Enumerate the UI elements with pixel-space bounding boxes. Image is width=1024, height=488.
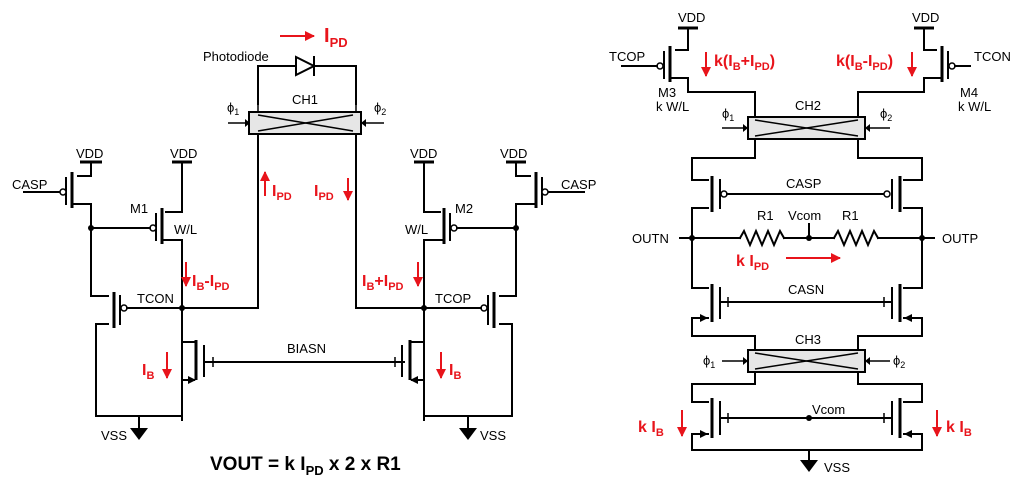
ib-plus-ipd-label: IB+IPD bbox=[362, 262, 423, 293]
svg-text:VSS: VSS bbox=[824, 460, 850, 475]
svg-text:M4: M4 bbox=[960, 85, 978, 100]
svg-text:k(IB-IPD): k(IB-IPD) bbox=[836, 53, 893, 73]
photodiode: Photodiode bbox=[203, 49, 357, 105]
svg-text:M2: M2 bbox=[455, 201, 473, 216]
svg-text:k W/L: k W/L bbox=[656, 99, 689, 114]
casn-cascode-pair: CASN bbox=[691, 237, 923, 351]
svg-text:VDD: VDD bbox=[170, 146, 197, 161]
ib-minus-ipd-label: IB-IPD bbox=[181, 262, 230, 293]
svg-text:CH3: CH3 bbox=[795, 332, 821, 347]
k-ib-plus-ipd-label: k(IB+IPD) bbox=[701, 52, 775, 77]
svg-text:Vcom: Vcom bbox=[812, 402, 845, 417]
svg-text:VDD: VDD bbox=[410, 146, 437, 161]
svg-text:ϕ2: ϕ2 bbox=[374, 100, 386, 117]
svg-text:IPD: IPD bbox=[272, 183, 292, 203]
svg-text:VDD: VDD bbox=[678, 10, 705, 25]
chopper-ch2: CH2 ϕ1 ϕ2 bbox=[691, 98, 923, 181]
svg-text:k(IB+IPD): k(IB+IPD) bbox=[714, 53, 775, 73]
svg-text:CASN: CASN bbox=[788, 282, 824, 297]
svg-text:IB: IB bbox=[449, 362, 461, 382]
svg-text:TCON: TCON bbox=[137, 291, 174, 306]
svg-text:ϕ1: ϕ1 bbox=[722, 106, 734, 123]
m1-transistor: M1 VDD W/L bbox=[88, 146, 197, 421]
biasn-line: BIASN bbox=[203, 341, 405, 367]
svg-text:W/L: W/L bbox=[405, 222, 428, 237]
casp-cascode-pair: CASP bbox=[691, 176, 923, 239]
svg-text:R1: R1 bbox=[757, 208, 774, 223]
m2-transistor: M2 VDD W/L bbox=[405, 146, 519, 421]
svg-text:ϕ1: ϕ1 bbox=[703, 353, 715, 370]
svg-text:Vcom: Vcom bbox=[788, 208, 821, 223]
svg-text:IPD: IPD bbox=[324, 25, 348, 50]
svg-text:k IB: k IB bbox=[946, 419, 972, 439]
svg-text:TCOP: TCOP bbox=[435, 291, 471, 306]
vss-left: VSS bbox=[101, 415, 148, 443]
svg-text:ϕ2: ϕ2 bbox=[893, 353, 905, 370]
svg-text:BIASN: BIASN bbox=[287, 341, 326, 356]
svg-text:W/L: W/L bbox=[174, 222, 197, 237]
svg-text:CASP: CASP bbox=[12, 177, 47, 192]
top-ipd-arrow: IPD bbox=[280, 25, 348, 50]
svg-text:CH1: CH1 bbox=[292, 92, 318, 107]
casp-right-transistor: CASP VDD bbox=[500, 146, 596, 229]
svg-text:k IB: k IB bbox=[638, 419, 664, 439]
svg-text:CASP: CASP bbox=[561, 177, 596, 192]
svg-text:VDD: VDD bbox=[76, 146, 103, 161]
ipd-up-arrow: IPD bbox=[260, 171, 292, 203]
tcop-left-transistor: TCOP bbox=[421, 227, 517, 417]
svg-text:k W/L: k W/L bbox=[958, 99, 991, 114]
nmos-right-bias: IB bbox=[401, 340, 461, 417]
svg-text:VDD: VDD bbox=[500, 146, 527, 161]
chopper-ch3: CH3 ϕ1 ϕ2 bbox=[691, 332, 923, 403]
tcon-left-transistor: TCON bbox=[90, 227, 185, 417]
svg-text:M3: M3 bbox=[658, 85, 676, 100]
svg-text:CH2: CH2 bbox=[795, 98, 821, 113]
m4-transistor: VDD TCON M4 k W/L bbox=[857, 10, 1011, 117]
left-circuit: IPD Photodiode CH1 ϕ1 ϕ2 bbox=[12, 25, 596, 478]
vss-right: VSS bbox=[459, 415, 506, 443]
ipd-down-arrow: IPD bbox=[314, 178, 353, 203]
svg-text:IPD: IPD bbox=[314, 183, 334, 203]
svg-text:VSS: VSS bbox=[101, 428, 127, 443]
svg-text:R1: R1 bbox=[842, 208, 859, 223]
svg-text:M1: M1 bbox=[130, 201, 148, 216]
svg-text:IB: IB bbox=[142, 362, 154, 382]
svg-text:VSS: VSS bbox=[480, 428, 506, 443]
svg-text:Photodiode: Photodiode bbox=[203, 49, 269, 64]
svg-text:k IPD: k IPD bbox=[736, 253, 769, 273]
svg-text:TCON: TCON bbox=[974, 49, 1011, 64]
svg-text:OUTP: OUTP bbox=[942, 231, 978, 246]
vout-equation: VOUT = k IPD x 2 x R1 bbox=[210, 454, 401, 478]
svg-text:OUTN: OUTN bbox=[632, 231, 669, 246]
svg-text:IB+IPD: IB+IPD bbox=[362, 273, 404, 293]
svg-text:TCOP: TCOP bbox=[609, 49, 645, 64]
nmos-left-bias: IB bbox=[142, 340, 205, 417]
k-ib-minus-ipd-label: k(IB-IPD) bbox=[836, 52, 917, 77]
svg-text:VDD: VDD bbox=[912, 10, 939, 25]
right-circuit: VDD TCOP M3 k W/L k(IB+IPD) VDD TC bbox=[609, 10, 1011, 475]
bottom-nmos-pair: Vcom k IB k IB bbox=[638, 398, 972, 451]
svg-text:ϕ1: ϕ1 bbox=[227, 100, 239, 117]
svg-text:CASP: CASP bbox=[786, 176, 821, 191]
svg-text:IB-IPD: IB-IPD bbox=[192, 273, 230, 293]
vss-bottom: VSS bbox=[800, 449, 850, 475]
chopper-ch1: CH1 ϕ1 ϕ2 bbox=[227, 92, 386, 135]
svg-text:ϕ2: ϕ2 bbox=[880, 106, 892, 123]
m3-transistor: VDD TCOP M3 k W/L bbox=[609, 10, 756, 117]
casp-left-transistor: CASP VDD bbox=[12, 146, 103, 229]
output-resistor-network: OUTN OUTP R1 Vcom R1 k IPD bbox=[632, 208, 978, 273]
